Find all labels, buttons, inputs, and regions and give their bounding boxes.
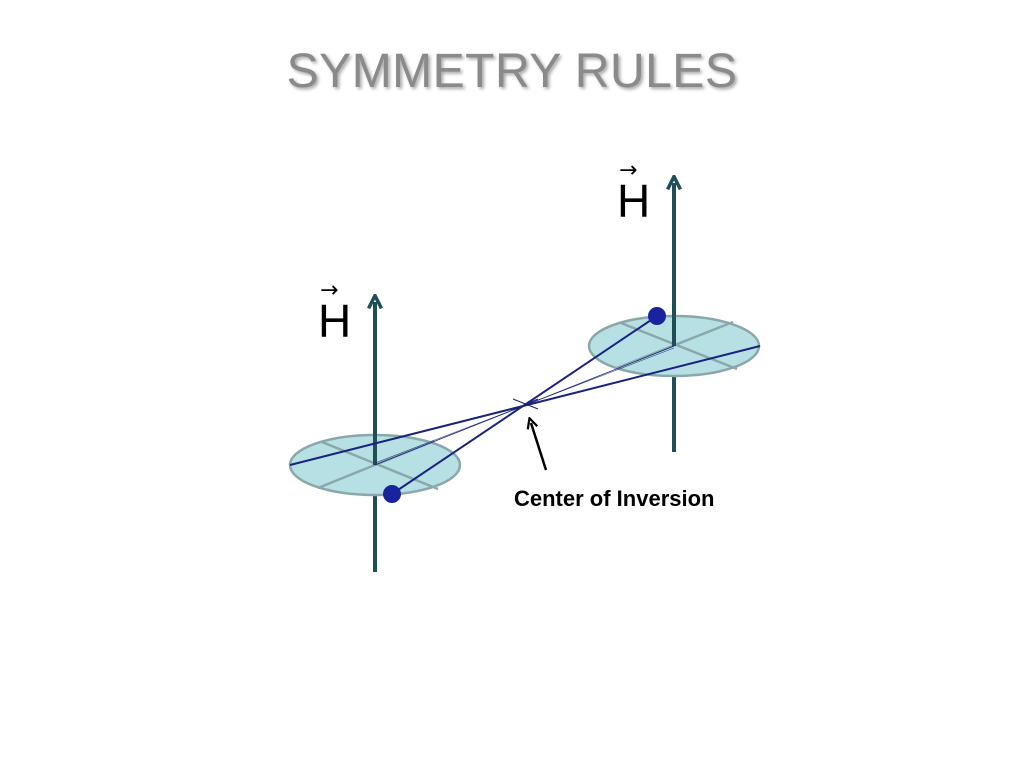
right-disk-cross-a xyxy=(620,321,738,371)
right-atom-dot xyxy=(648,307,666,325)
right-vector-arrow-icon: → xyxy=(619,158,638,183)
inversion-center-mark-b xyxy=(512,398,539,411)
right-field-label: H xyxy=(617,175,651,227)
slide-title: SYMMETRY RULES xyxy=(286,45,738,98)
center-pointer-arrow xyxy=(531,423,548,471)
left-disk-cross-a xyxy=(321,440,439,491)
inversion-line-thin-b xyxy=(374,347,675,464)
left-field-label: H xyxy=(318,295,352,347)
left-atom-dot xyxy=(383,485,401,503)
center-of-inversion-label: Center of Inversion xyxy=(514,486,715,511)
left-vector-arrow-icon: → xyxy=(320,278,339,303)
